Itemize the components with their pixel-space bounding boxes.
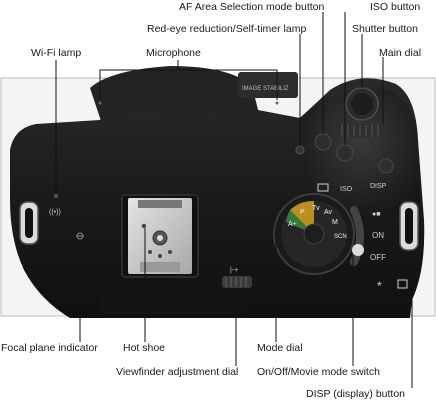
shutter-button[interactable] — [345, 87, 379, 121]
svg-text:|-+: |-+ — [230, 267, 238, 274]
on-off-movie-switch[interactable]: ●■ ON OFF — [350, 206, 386, 266]
label-on-off-switch: On/Off/Movie mode switch — [257, 366, 380, 378]
svg-text:M: M — [332, 219, 338, 226]
svg-text:Av: Av — [324, 209, 333, 216]
main-dial[interactable] — [336, 124, 388, 138]
label-iso-button: ISO button — [370, 1, 421, 13]
disp-mark: DISP — [370, 183, 387, 190]
label-disp-button: DISP (display) button — [306, 388, 406, 400]
svg-text:A+: A+ — [288, 221, 297, 228]
microphone-hole-right — [275, 101, 279, 105]
label-viewfinder-dial: Viewfinder adjustment dial — [116, 366, 239, 378]
microphone-hole-left — [98, 101, 102, 105]
mode-dial[interactable]: P Tv Av M SCN A+ — [273, 193, 355, 275]
af-area-button[interactable] — [314, 133, 332, 192]
svg-text:Tv: Tv — [312, 205, 320, 212]
red-eye-lamp — [295, 145, 305, 155]
label-red-eye-lamp: Red-eye reduction/Self-timer lamp — [147, 23, 307, 35]
on-mark: ON — [372, 231, 384, 240]
label-focal-plane-indicator: Focal plane indicator — [1, 342, 98, 354]
leader-mic-bracket — [99, 69, 278, 100]
iso-mark: ISO — [340, 186, 353, 193]
asterisk-mark: * — [377, 279, 382, 293]
label-hot-shoe: Hot shoe — [123, 342, 166, 354]
label-mode-dial: Mode dial — [257, 342, 303, 354]
label-shutter-button: Shutter button — [352, 23, 418, 35]
disp-button[interactable]: DISP — [370, 158, 394, 190]
label-main-dial: Main dial — [379, 47, 422, 59]
viewfinder-adjustment-dial: |-+ — [222, 267, 252, 288]
hot-shoe — [121, 194, 199, 278]
svg-text:P: P — [300, 209, 305, 216]
af-point-mark — [397, 279, 408, 289]
label-microphone: Microphone — [146, 47, 201, 59]
lens-text: IMAGE STABILIZ — [242, 86, 289, 92]
svg-text:●■: ●■ — [372, 211, 380, 218]
svg-text:SCN: SCN — [334, 234, 347, 240]
focal-plane-icon — [76, 232, 84, 240]
svg-text:((•)): ((•)) — [49, 209, 61, 216]
viewfinder-eyepiece — [98, 282, 248, 314]
wifi-lamp-icon: ((•)) — [49, 193, 61, 216]
label-wifi-lamp: Wi-Fi lamp — [31, 47, 82, 59]
off-mark: OFF — [370, 253, 386, 262]
label-af-area-button: AF Area Selection mode button — [179, 1, 325, 13]
